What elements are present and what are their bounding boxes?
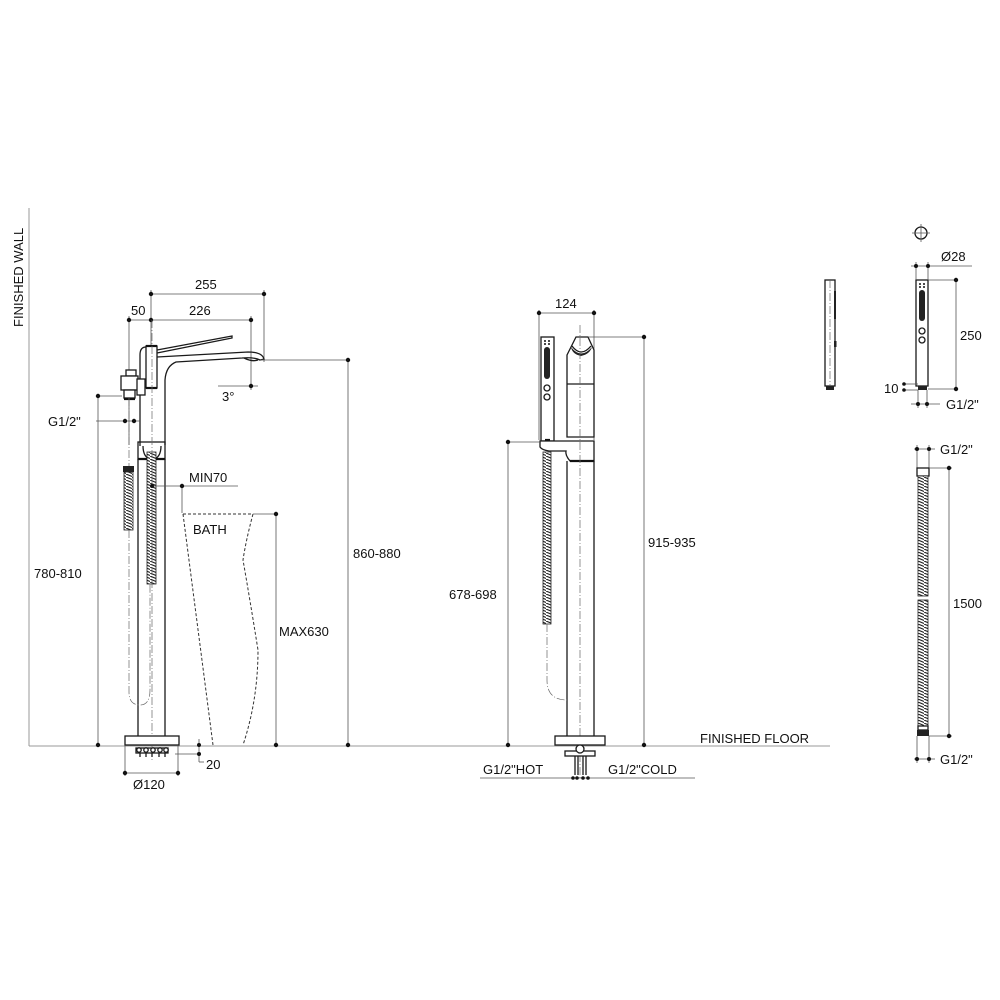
finished-wall-label: FINISHED WALL xyxy=(11,228,26,327)
dim-min70-label: MIN70 xyxy=(189,470,227,485)
dim-diameter-28-label: Ø28 xyxy=(941,249,966,264)
handshower-side xyxy=(824,279,837,390)
bath-label: BATH xyxy=(193,522,227,537)
finished-floor-label: FINISHED FLOOR xyxy=(700,731,809,746)
dim-thread-handshower-label: G1/2" xyxy=(946,397,979,412)
dim-diameter-28: Ø28 xyxy=(911,249,972,280)
dim-780-810-label: 780-810 xyxy=(34,566,82,581)
finished-wall: FINISHED WALL xyxy=(11,208,30,746)
dim-50-226: 50 226 xyxy=(126,303,254,445)
dim-780-810: 780-810 xyxy=(34,393,122,748)
dim-226-label: 226 xyxy=(189,303,211,318)
dim-124-label: 124 xyxy=(555,296,577,311)
dim-250-label: 250 xyxy=(960,328,982,343)
dim-angle-label: 3° xyxy=(222,389,234,404)
dim-255-label: 255 xyxy=(195,277,217,292)
dim-hose-bottom-thread: G1/2" xyxy=(914,736,973,767)
dim-thread-side: G1/2" xyxy=(48,414,140,429)
dim-inlets: G1/2"HOT G1/2"COLD xyxy=(480,762,695,780)
dim-thread-handshower: G1/2" xyxy=(911,390,979,412)
dim-hose-top-thread-label: G1/2" xyxy=(940,442,973,457)
hot-inlet-label: G1/2"HOT xyxy=(483,762,543,777)
dim-860-880: 860-880 xyxy=(260,357,401,748)
dim-255: 255 xyxy=(148,277,267,362)
hose xyxy=(916,467,930,736)
dim-860-880-label: 860-880 xyxy=(353,546,401,561)
dim-diameter-120-label: Ø120 xyxy=(133,777,165,792)
finished-floor: FINISHED FLOOR xyxy=(29,731,830,747)
front-view: 124 xyxy=(449,296,696,780)
dim-hose-top-thread: G1/2" xyxy=(914,442,973,468)
dim-1500-label: 1500 xyxy=(953,596,982,611)
base-fixings xyxy=(135,747,169,757)
dim-20: 20 xyxy=(175,739,220,772)
side-view: 255 50 226 3° xyxy=(34,277,401,792)
dim-min70: MIN70 xyxy=(150,470,238,513)
dim-angle: 3° xyxy=(218,383,258,404)
mixer-body-side xyxy=(120,320,265,760)
dim-915-935-label: 915-935 xyxy=(648,535,696,550)
dim-1500: 1500 xyxy=(929,465,982,739)
dim-10-label: 10 xyxy=(884,381,898,396)
handshower-top-symbol xyxy=(912,224,930,242)
dim-10: 10 xyxy=(884,381,918,396)
dim-max630: MAX630 xyxy=(253,511,329,748)
handshower-detail: Ø28 250 10 G1/2" xyxy=(824,224,982,412)
dim-diameter-120: Ø120 xyxy=(122,746,181,792)
dim-678-698-label: 678-698 xyxy=(449,587,497,602)
mixer-column-front xyxy=(539,325,606,780)
cold-inlet-label: G1/2"COLD xyxy=(608,762,677,777)
bath-outline: BATH xyxy=(182,513,259,746)
handshower-front-detail xyxy=(915,279,929,390)
dim-hose-bottom-thread-label: G1/2" xyxy=(940,752,973,767)
dim-250: 250 xyxy=(928,277,982,392)
dim-678-698: 678-698 xyxy=(449,439,541,748)
dim-20-label: 20 xyxy=(206,757,220,772)
handshower-front xyxy=(540,336,555,442)
dim-max630-label: MAX630 xyxy=(279,624,329,639)
hose-detail: G1/2" 1500 G1/2" xyxy=(914,442,982,767)
dim-thread-side-label: G1/2" xyxy=(48,414,81,429)
dim-915-935: 915-935 xyxy=(588,334,696,748)
dim-50-label: 50 xyxy=(131,303,145,318)
